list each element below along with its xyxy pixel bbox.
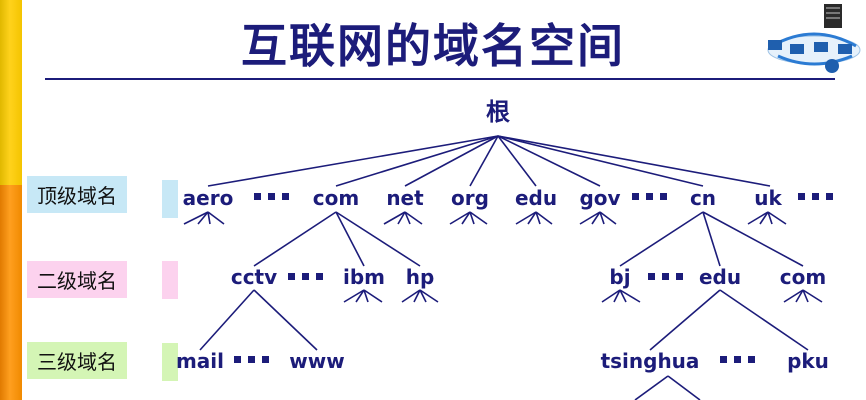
- edge-root-uk: [497, 135, 771, 187]
- level-marker-top: [162, 180, 178, 218]
- ellipsis-dots: [632, 193, 667, 200]
- edge-cn-bj: [619, 211, 704, 267]
- edge-cctv-www: [253, 289, 318, 351]
- computer-icon: [790, 44, 804, 54]
- left-accent-bar-orange: [0, 185, 22, 400]
- edge-cn-edu: [702, 211, 721, 267]
- tree-node-net: net: [386, 186, 424, 210]
- edge-cn-com: [702, 211, 804, 267]
- subtree-fan-ibm: [343, 289, 383, 303]
- level-marker-third: [162, 343, 178, 381]
- ellipsis-dots: [798, 193, 833, 200]
- level-label-third: 三级域名: [27, 342, 127, 379]
- title-divider: [45, 78, 835, 80]
- tree-node-org: org: [451, 186, 489, 210]
- edge-com-hp: [335, 211, 421, 267]
- ellipsis-dots: [648, 273, 683, 280]
- edge-com-cctv: [253, 211, 337, 267]
- ellipsis-dots: [234, 356, 269, 363]
- edge-root-org: [469, 135, 499, 187]
- tree-node-uk: uk: [754, 186, 782, 210]
- left-accent-bar-yellow: [0, 0, 22, 185]
- subtree-fan-bj: [601, 289, 641, 303]
- tree-node-pku: pku: [787, 349, 829, 373]
- server-tower-icon: [824, 4, 842, 28]
- tree-node-edu: edu: [515, 186, 557, 210]
- tree-node-mail: mail: [176, 349, 224, 373]
- tree-node-cctv: cctv: [231, 265, 277, 289]
- slide-title: 互联网的域名空间: [241, 19, 625, 73]
- ellipsis-dots: [720, 356, 755, 363]
- edge-root-edu: [497, 135, 537, 187]
- subtree-fan-hp: [401, 289, 439, 303]
- tree-node-root: 根: [486, 98, 510, 126]
- edge-root-aero: [207, 135, 499, 187]
- edge-edu-tsinghua: [649, 289, 721, 351]
- edge-tsinghua-child: [634, 375, 669, 400]
- tree-node-ibm: ibm: [343, 265, 385, 289]
- ellipsis-dots: [254, 193, 289, 200]
- level-label-second: 二级域名: [27, 261, 127, 298]
- subtree-fan-cn-com: [783, 289, 823, 303]
- subtree-fan-edu: [515, 211, 553, 225]
- tree-node-www: www: [289, 349, 344, 373]
- computer-icon: [838, 44, 852, 54]
- tree-node-bj: bj: [609, 265, 630, 289]
- tree-node-hp: hp: [406, 265, 435, 289]
- edge-root-cn: [497, 135, 704, 187]
- subtree-fan-net: [383, 211, 423, 225]
- edge-tsinghua-child: [667, 375, 701, 400]
- tree-node-gov: gov: [579, 186, 620, 210]
- edge-root-com: [335, 135, 499, 187]
- level-label-top: 顶级域名: [27, 176, 127, 213]
- ellipsis-dots: [288, 273, 323, 280]
- tree-node-cn: cn: [690, 186, 716, 210]
- subtree-fan-gov: [579, 211, 617, 225]
- tree-node-cn-edu: edu: [699, 265, 741, 289]
- globe-icon: [825, 59, 839, 73]
- subtree-fan-org: [449, 211, 488, 225]
- subtree-fan-uk: [747, 211, 787, 225]
- computer-icon: [768, 40, 782, 50]
- edge-root-gov: [497, 135, 601, 187]
- tree-node-aero: aero: [183, 186, 234, 210]
- edge-edu-pku: [719, 289, 809, 351]
- tree-node-cn-com: com: [780, 265, 826, 289]
- computer-icon: [814, 42, 828, 52]
- edge-com-ibm: [335, 211, 365, 267]
- edge-root-net: [404, 135, 499, 187]
- subtree-fan-aero: [183, 211, 225, 225]
- tree-node-tsinghua: tsinghua: [601, 349, 700, 373]
- edge-cctv-mail: [199, 289, 255, 351]
- network-computers-icon: [767, 4, 861, 73]
- level-marker-second: [162, 261, 178, 299]
- tree-node-com: com: [313, 186, 359, 210]
